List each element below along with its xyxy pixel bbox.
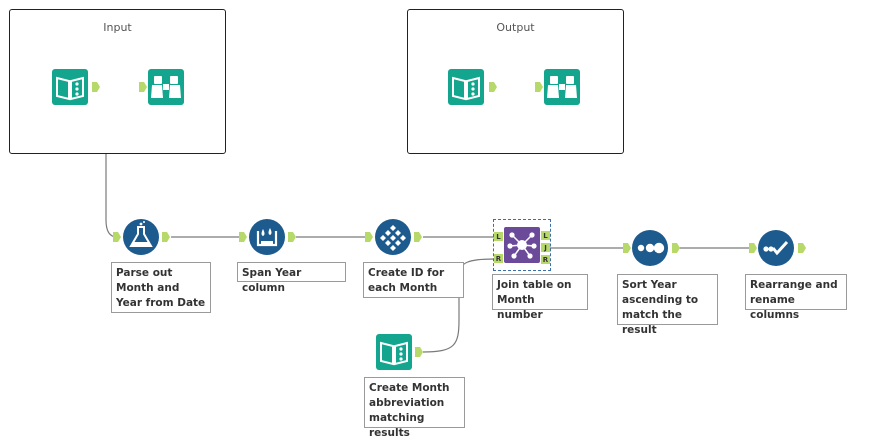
output-container[interactable]: Output <box>407 9 624 154</box>
anchor-arrow-icon <box>113 232 121 242</box>
join-tool[interactable] <box>504 227 540 263</box>
output-container-title: Output <box>496 21 535 34</box>
annotation-span: Span Year column <box>237 262 346 294</box>
anchor-arrow-icon <box>92 82 100 92</box>
select-output-anchor[interactable] <box>798 243 806 253</box>
join-right-anchor[interactable]: R <box>494 254 503 263</box>
input-data-tool-output[interactable] <box>448 69 484 105</box>
anchor-arrow-icon <box>672 243 680 253</box>
anchor-arrow-icon <box>798 243 806 253</box>
join-out-left-label: L <box>543 232 548 240</box>
join-out-right-anchor[interactable]: R <box>541 255 550 264</box>
book-icon <box>52 69 88 105</box>
anchor-arrow-icon <box>489 82 497 92</box>
select-tool[interactable] <box>758 230 794 266</box>
crosstab-input-anchor[interactable] <box>239 232 247 242</box>
anchor-arrow-icon <box>162 232 170 242</box>
anchor-arrow-icon <box>623 243 631 253</box>
join-tool-selection <box>493 219 551 271</box>
anchor-arrow-icon <box>239 232 247 242</box>
water-level-icon <box>249 219 285 255</box>
anchor-arrow-icon <box>535 82 543 92</box>
text-input-tool[interactable] <box>376 334 412 370</box>
recordid-output-anchor[interactable] <box>414 232 422 242</box>
diamond-grid-icon <box>375 219 411 255</box>
record-id-tool[interactable] <box>375 219 411 255</box>
join-network-icon <box>504 227 540 263</box>
anchor-arrow-icon <box>415 347 423 357</box>
select-input-anchor[interactable] <box>749 243 757 253</box>
input-data-output-anchor[interactable] <box>92 82 100 92</box>
browse-input-anchor[interactable] <box>139 82 147 92</box>
annotation-parse: Parse out Month and Year from Date <box>111 262 211 313</box>
text-input-output-anchor[interactable] <box>415 347 423 357</box>
browse-input-anchor-2[interactable] <box>535 82 543 92</box>
binoculars-icon <box>544 69 580 105</box>
join-left-label: L <box>496 233 501 241</box>
input-data-tool[interactable] <box>52 69 88 105</box>
browse-tool-input[interactable] <box>148 69 184 105</box>
anchor-arrow-icon <box>139 82 147 92</box>
input-data-output-anchor-2[interactable] <box>489 82 497 92</box>
anchor-arrow-icon <box>414 232 422 242</box>
join-right-label: R <box>496 255 502 263</box>
book-icon <box>448 69 484 105</box>
anchor-l-icon: L <box>541 231 550 240</box>
formula-output-anchor[interactable] <box>162 232 170 242</box>
annotation-join: Join table on Month number <box>492 274 588 321</box>
annotation-month-abbr: Create Month abbreviation matching resul… <box>364 377 465 439</box>
wire-month-join <box>422 258 495 353</box>
sort-output-anchor[interactable] <box>672 243 680 253</box>
flask-icon <box>123 219 159 255</box>
anchor-r-icon: R <box>494 254 503 263</box>
book-icon <box>376 334 412 370</box>
join-left-anchor[interactable]: L <box>494 232 503 241</box>
anchor-j-icon: J <box>541 243 550 252</box>
anchor-l-icon: L <box>494 232 503 241</box>
join-out-join-label: J <box>543 244 547 252</box>
join-out-right-label: R <box>543 256 549 264</box>
annotation-sort: Sort Year ascending to match the result <box>617 274 718 336</box>
anchor-arrow-icon <box>288 232 296 242</box>
check-circle-icon <box>758 230 794 266</box>
recordid-input-anchor[interactable] <box>365 232 373 242</box>
three-dots-icon <box>632 230 668 266</box>
input-container-title: Input <box>103 21 132 34</box>
anchor-arrow-icon <box>365 232 373 242</box>
join-out-left-anchor[interactable]: L <box>541 231 550 240</box>
join-out-join-anchor[interactable]: J <box>541 243 550 252</box>
annotation-rearrange: Rearrange and rename columns <box>745 274 847 321</box>
anchor-r-icon: R <box>541 255 550 264</box>
formula-input-anchor[interactable] <box>113 232 121 242</box>
browse-tool-output[interactable] <box>544 69 580 105</box>
sort-tool[interactable] <box>632 230 668 266</box>
crosstab-tool[interactable] <box>249 219 285 255</box>
input-container[interactable]: Input <box>9 9 226 154</box>
anchor-arrow-icon <box>749 243 757 253</box>
binoculars-icon <box>148 69 184 105</box>
crosstab-output-anchor[interactable] <box>288 232 296 242</box>
annotation-create-id: Create ID for each Month <box>363 262 464 298</box>
sort-input-anchor[interactable] <box>623 243 631 253</box>
formula-tool[interactable] <box>123 219 159 255</box>
